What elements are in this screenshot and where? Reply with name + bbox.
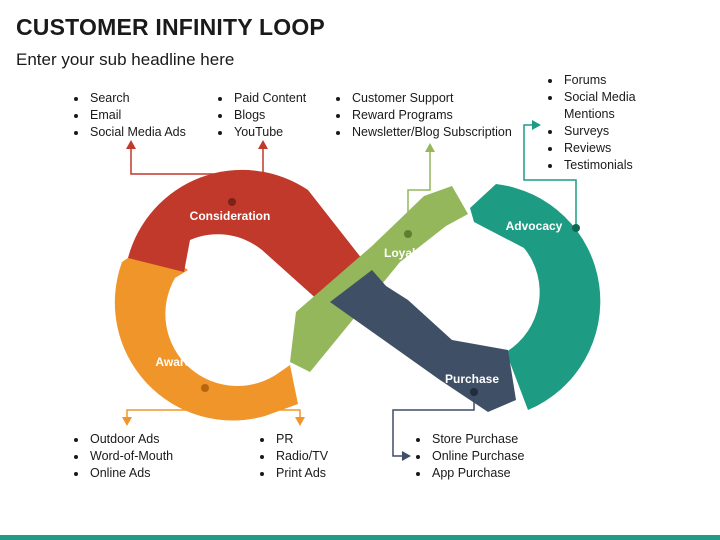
list-awareness-b: PR Radio/TV Print Ads bbox=[258, 431, 328, 482]
list-item: PR bbox=[274, 431, 328, 448]
label-advocacy: Advocacy bbox=[506, 219, 563, 233]
label-loyalty: Loyalty bbox=[384, 246, 426, 260]
arrowhead-awareness-left bbox=[122, 417, 132, 426]
arrowhead-loyalty bbox=[425, 143, 435, 152]
list-item: Email bbox=[88, 107, 186, 124]
list-loyalty: Customer Support Reward Programs Newslet… bbox=[334, 90, 512, 141]
list-item: Blogs bbox=[232, 107, 306, 124]
dot-advocacy bbox=[572, 224, 580, 232]
list-consideration-b: Paid Content Blogs YouTube bbox=[216, 90, 306, 141]
list-item: Word-of-Mouth bbox=[88, 448, 173, 465]
list-item: Online Ads bbox=[88, 465, 173, 482]
list-item: App Purchase bbox=[430, 465, 524, 482]
dot-purchase bbox=[470, 388, 478, 396]
list-item: Reviews bbox=[562, 140, 674, 157]
list-consideration-a: Search Email Social Media Ads bbox=[72, 90, 186, 141]
list-item: Print Ads bbox=[274, 465, 328, 482]
page-title: CUSTOMER INFINITY LOOP bbox=[16, 14, 325, 40]
dot-loyalty bbox=[404, 230, 412, 238]
list-item: Search bbox=[88, 90, 186, 107]
list-item: Store Purchase bbox=[430, 431, 524, 448]
label-awareness: Awareness bbox=[155, 355, 218, 369]
dot-consideration bbox=[228, 198, 236, 206]
label-purchase: Purchase bbox=[445, 372, 499, 386]
connector-loyalty bbox=[407, 150, 431, 232]
list-item: Customer Support bbox=[350, 90, 512, 107]
connector-consideration bbox=[130, 147, 264, 200]
arrowhead-awareness-right bbox=[295, 417, 305, 426]
label-consideration: Consideration bbox=[190, 209, 271, 223]
segment-awareness bbox=[114, 243, 298, 421]
list-item: Surveys bbox=[562, 123, 674, 140]
dot-awareness bbox=[201, 384, 209, 392]
segment-consideration bbox=[128, 169, 366, 302]
list-item: Social Media Mentions bbox=[562, 89, 674, 123]
list-item: YouTube bbox=[232, 124, 306, 141]
segment-advocacy bbox=[470, 184, 601, 410]
arrowhead-consideration-left bbox=[126, 140, 136, 149]
connector-advocacy bbox=[523, 124, 577, 226]
list-item: Radio/TV bbox=[274, 448, 328, 465]
page-subtitle: Enter your sub headline here bbox=[16, 50, 235, 69]
connector-purchase bbox=[392, 392, 475, 457]
list-item: Newsletter/Blog Subscription bbox=[350, 124, 512, 141]
list-item: Forums bbox=[562, 72, 674, 89]
list-item: Reward Programs bbox=[350, 107, 512, 124]
list-awareness-a: Outdoor Ads Word-of-Mouth Online Ads bbox=[72, 431, 173, 482]
segment-purchase bbox=[330, 270, 516, 412]
list-advocacy: Forums Social Media Mentions Surveys Rev… bbox=[546, 72, 674, 174]
list-item: Online Purchase bbox=[430, 448, 524, 465]
arrowhead-purchase bbox=[402, 451, 411, 461]
list-item: Testimonials bbox=[562, 157, 674, 174]
list-purchase: Store Purchase Online Purchase App Purch… bbox=[414, 431, 524, 482]
arrowhead-advocacy bbox=[532, 120, 541, 130]
connector-awareness bbox=[126, 390, 301, 418]
arrowhead-consideration-right bbox=[258, 140, 268, 149]
footer-accent-bar bbox=[0, 535, 720, 540]
list-item: Outdoor Ads bbox=[88, 431, 173, 448]
list-item: Social Media Ads bbox=[88, 124, 186, 141]
list-item: Paid Content bbox=[232, 90, 306, 107]
